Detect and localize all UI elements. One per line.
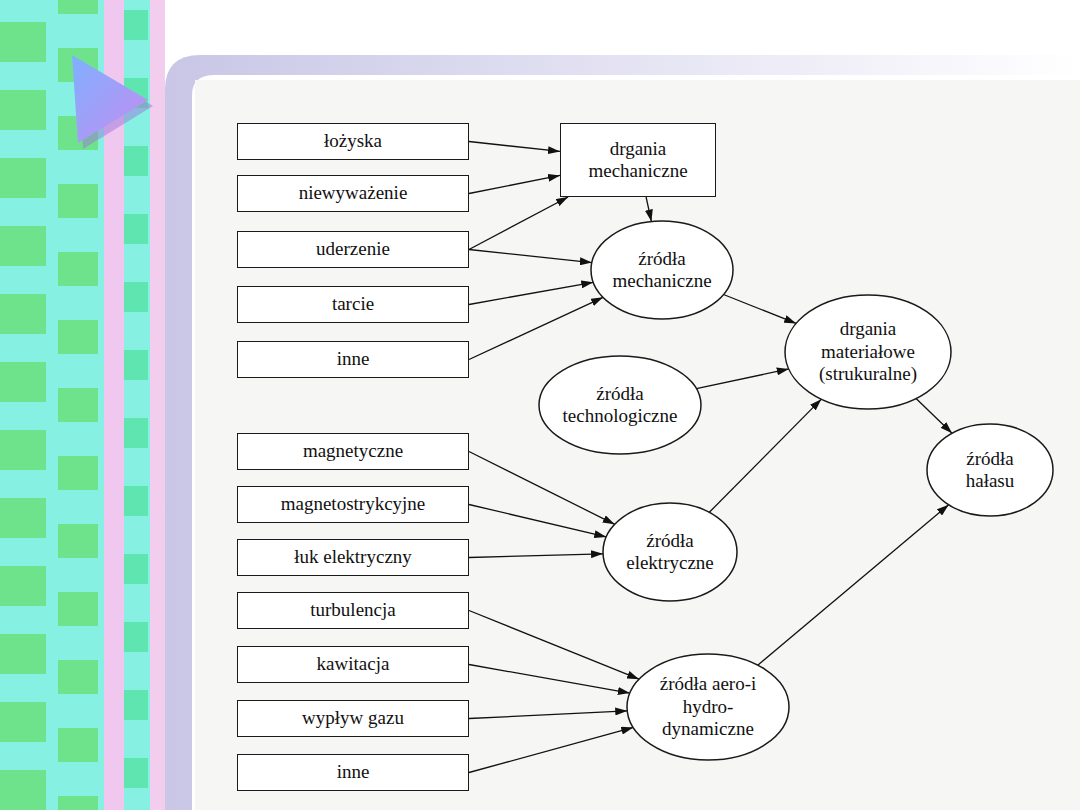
decor-strip (0, 0, 165, 810)
cause-box: tarcie (237, 286, 469, 323)
arrow-connector (709, 399, 821, 512)
cause-box: inne (237, 754, 469, 791)
node-content: magnetyczne (303, 440, 403, 462)
node-label: drgania materiałowe (strukuralne) (809, 318, 927, 385)
arrow-connector (696, 369, 788, 389)
category-ellipse: źródła technologiczne (538, 355, 702, 455)
cause-box: magnetostrykcyjne (237, 486, 469, 523)
category-ellipse: źródła elektryczne (602, 502, 738, 602)
node-content: łuk elektryczny (294, 546, 412, 568)
node-content: tarcie (332, 293, 374, 315)
node-content: źródła hałasu (950, 448, 1030, 493)
node-label: kawitacja (317, 653, 390, 675)
arrow-connector (469, 142, 560, 152)
arrow-connector (758, 505, 949, 665)
arrow-connector (724, 294, 797, 323)
cause-box: inne (237, 341, 469, 378)
arrow-connector (646, 197, 651, 222)
cause-box: niewyważenie (237, 175, 469, 212)
node-content: wypływ gazu (302, 707, 404, 729)
node-label: drgania mechaniczne (567, 138, 709, 183)
arrow-connector (469, 665, 630, 694)
arrow-connector (469, 727, 633, 772)
cause-box: wypływ gazu (237, 700, 469, 737)
node-content: turbulencja (310, 599, 395, 621)
node-content: uderzenie (316, 238, 390, 260)
node-content: źródła elektryczne (620, 530, 720, 575)
arrow-connector (469, 554, 603, 558)
node-content: inne (337, 761, 370, 783)
node-label: turbulencja (310, 599, 395, 621)
cause-box: kawitacja (237, 646, 469, 683)
scanned-page (195, 80, 1080, 810)
category-ellipse: źródła hałasu (926, 423, 1054, 517)
arrow-connector (469, 282, 593, 304)
cause-box: magnetyczne (237, 433, 469, 470)
category-ellipse: źródła aero-i hydro-dynamiczne (626, 653, 790, 761)
node-content: łożyska (324, 130, 382, 152)
node-label: łożyska (324, 130, 382, 152)
play-icon (72, 55, 148, 143)
arrow-connector (469, 175, 560, 193)
node-content: drgania materiałowe (strukuralne) (809, 318, 927, 385)
node-content: źródła technologiczne (559, 383, 681, 428)
arrow-connector (469, 197, 568, 250)
slide-panel-edge (165, 55, 1080, 810)
arrow-connector (469, 711, 627, 719)
node-label: magnetostrykcyjne (281, 493, 426, 515)
node-label: magnetyczne (303, 440, 403, 462)
node-content: źródła aero-i hydro-dynamiczne (650, 673, 766, 740)
slide-panel (192, 75, 1080, 810)
node-label: źródła mechaniczne (606, 248, 718, 293)
node-label: źródła technologiczne (559, 383, 681, 428)
node-label: tarcie (332, 293, 374, 315)
vibration-box: drgania mechaniczne (560, 123, 716, 197)
node-label: źródła hałasu (950, 448, 1030, 493)
node-content: niewyważenie (299, 182, 408, 204)
cause-box: turbulencja (237, 592, 469, 629)
arrow-connector (469, 505, 606, 537)
category-ellipse: drgania materiałowe (strukuralne) (784, 294, 952, 410)
category-ellipse: źródła mechaniczne (590, 220, 734, 320)
node-label: niewyważenie (299, 182, 408, 204)
node-label: łuk elektryczny (294, 546, 412, 568)
node-content: źródła mechaniczne (606, 248, 718, 293)
arrow-connector (469, 250, 592, 263)
node-label: wypływ gazu (302, 707, 404, 729)
node-content: kawitacja (317, 653, 390, 675)
node-content: drgania mechaniczne (567, 138, 709, 183)
node-label: inne (337, 348, 370, 370)
cause-box: łuk elektryczny (237, 539, 469, 576)
node-content: magnetostrykcyjne (281, 493, 426, 515)
node-label: uderzenie (316, 238, 390, 260)
arrow-connector (469, 452, 615, 525)
arrow-connector (916, 398, 952, 433)
cause-box: uderzenie (237, 231, 469, 268)
node-label: źródła aero-i hydro-dynamiczne (650, 673, 766, 740)
node-content: inne (337, 348, 370, 370)
cause-box: łożyska (237, 123, 469, 160)
arrow-connector (469, 297, 603, 359)
node-label: inne (337, 761, 370, 783)
node-label: źródła elektryczne (620, 530, 720, 575)
